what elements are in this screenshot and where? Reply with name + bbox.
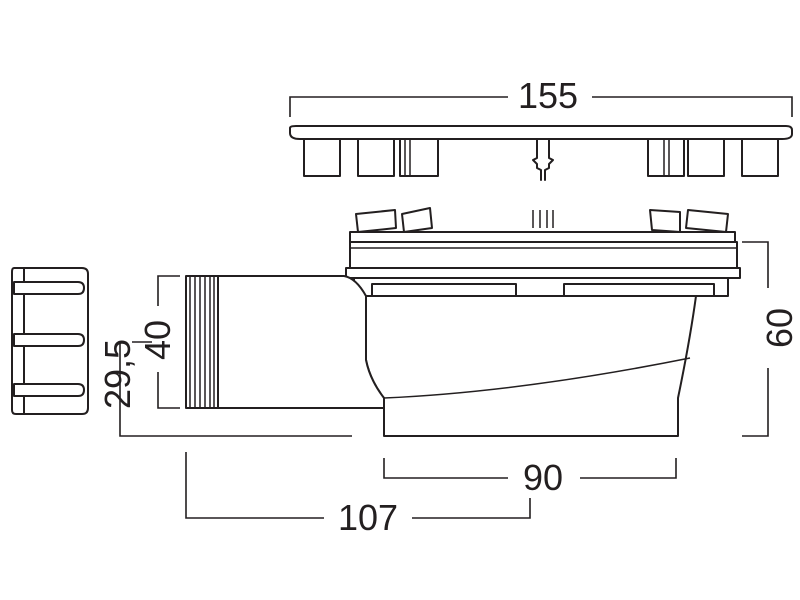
dimension-label-40: 40 — [137, 320, 178, 360]
grate-leg — [399, 138, 439, 177]
drain-body — [345, 207, 741, 437]
dimension-label-60: 60 — [759, 308, 800, 348]
dimension-outlet-diameter: 40 — [137, 275, 180, 409]
grate-center-clip — [532, 138, 554, 181]
coupling-nut — [11, 267, 89, 415]
body-clip — [401, 207, 433, 233]
drain-grate — [289, 125, 793, 181]
body-flange — [349, 241, 738, 269]
outlet-pipe — [185, 275, 385, 409]
grate-leg — [357, 138, 395, 177]
dimension-label-155: 155 — [518, 75, 578, 116]
body-clip — [355, 209, 397, 233]
grate-leg — [647, 138, 685, 177]
body-clip — [685, 209, 729, 233]
dimension-body-base-width: 90 — [383, 457, 677, 498]
dimension-outlet-axis-height: 29,5 — [97, 339, 352, 437]
dimension-total-height: 60 — [742, 241, 800, 437]
dimension-label-107: 107 — [338, 497, 398, 538]
pipe-thread — [189, 276, 215, 408]
dimension-total-length: 107 — [185, 452, 531, 538]
dimension-grate-width: 155 — [289, 75, 793, 117]
grate-leg — [687, 138, 725, 177]
dimension-label-29-5: 29,5 — [97, 339, 138, 409]
grate-leg — [741, 138, 779, 177]
dimension-label-90: 90 — [523, 457, 563, 498]
grate-leg — [303, 138, 341, 177]
body-clip — [649, 209, 681, 233]
